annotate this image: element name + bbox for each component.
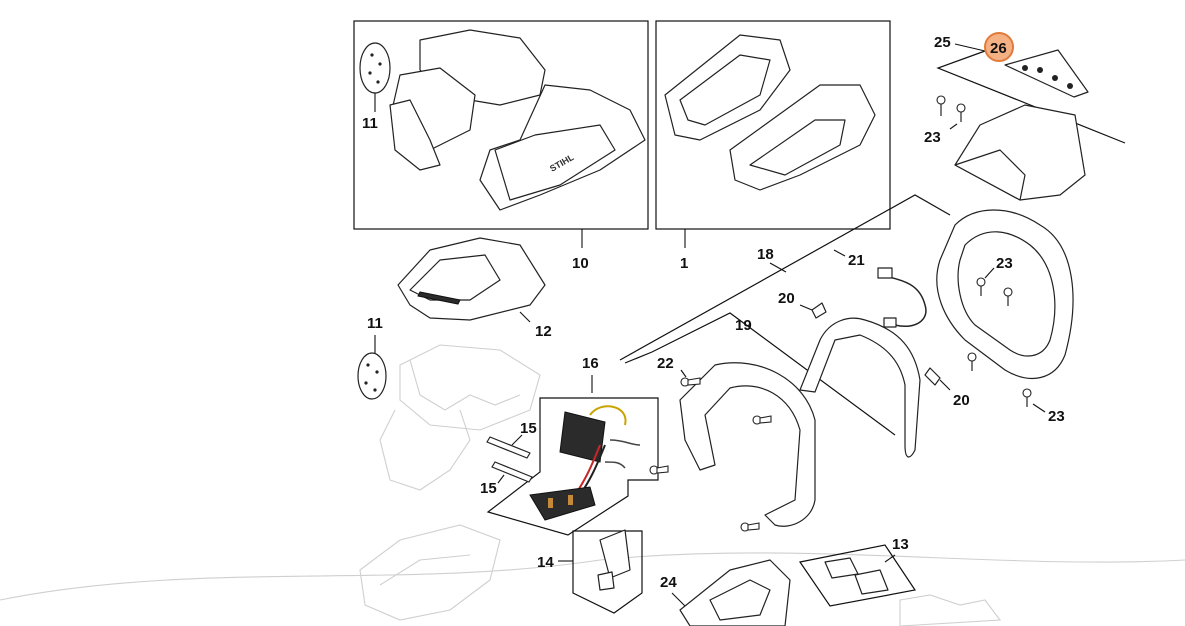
part-10-housing[interactable]: STIHL xyxy=(389,29,646,211)
part-15-clip-upper[interactable] xyxy=(486,436,531,459)
part-23-screws-top[interactable] xyxy=(936,95,966,122)
part-16-electronics[interactable] xyxy=(529,405,641,521)
label-23-bottom: 23 xyxy=(1048,408,1065,425)
part-15-clip-lower[interactable] xyxy=(491,461,533,483)
part-1-rear-handle[interactable] xyxy=(664,34,876,191)
label-21: 21 xyxy=(848,252,865,269)
frame-part-10 xyxy=(353,20,649,230)
label-23-top: 23 xyxy=(924,129,941,146)
part-cap[interactable] xyxy=(954,104,1086,201)
part-11-grommet-left[interactable] xyxy=(357,352,387,400)
label-15-lower: 15 xyxy=(480,480,497,497)
frame-part-16 xyxy=(486,397,659,536)
label-20-lower: 20 xyxy=(953,392,970,409)
label-20-upper: 20 xyxy=(778,290,795,307)
label-15-upper: 15 xyxy=(520,420,537,437)
label-24: 24 xyxy=(660,574,677,591)
label-19: 19 xyxy=(735,317,752,334)
label-1: 1 xyxy=(680,255,688,272)
label-11-left: 11 xyxy=(367,315,383,332)
label-10: 10 xyxy=(572,255,589,272)
label-23-mid: 23 xyxy=(996,255,1013,272)
part-26-decal[interactable] xyxy=(1004,49,1089,98)
part-23-screws-bottom[interactable] xyxy=(967,352,1032,407)
screws-bail xyxy=(649,415,772,532)
part-20-clip-upper[interactable] xyxy=(811,302,827,319)
leader-18 xyxy=(619,194,951,361)
part-14-switch[interactable] xyxy=(597,529,631,591)
part-12-cover[interactable] xyxy=(397,237,546,321)
label-12: 12 xyxy=(535,323,552,340)
part-19-bail-handle[interactable] xyxy=(679,362,816,527)
label-25: 25 xyxy=(934,34,951,51)
ghost-parts xyxy=(0,344,1185,626)
label-13: 13 xyxy=(892,536,909,553)
label-26[interactable]: 26 xyxy=(990,40,1007,57)
part-23-screws-mid[interactable] xyxy=(976,277,1013,306)
part-13-pads[interactable] xyxy=(824,557,889,595)
label-16: 16 xyxy=(582,355,599,372)
frame-part-14 xyxy=(572,530,643,614)
part-18-spacer[interactable] xyxy=(799,317,921,458)
highlight-marker-26[interactable] xyxy=(984,32,1014,62)
frame-part-13 xyxy=(798,544,917,607)
part-11-grommet-top[interactable] xyxy=(359,42,391,94)
label-14: 14 xyxy=(537,554,554,571)
label-11-top: 11 xyxy=(362,115,378,132)
part-20-clip-lower[interactable] xyxy=(924,367,941,386)
part-21-cable[interactable] xyxy=(877,267,927,328)
label-22: 22 xyxy=(657,355,674,372)
frame-part-1 xyxy=(655,20,891,230)
label-18: 18 xyxy=(757,246,774,263)
part-24-guard[interactable] xyxy=(679,559,791,626)
part-22-screw[interactable] xyxy=(680,377,701,387)
